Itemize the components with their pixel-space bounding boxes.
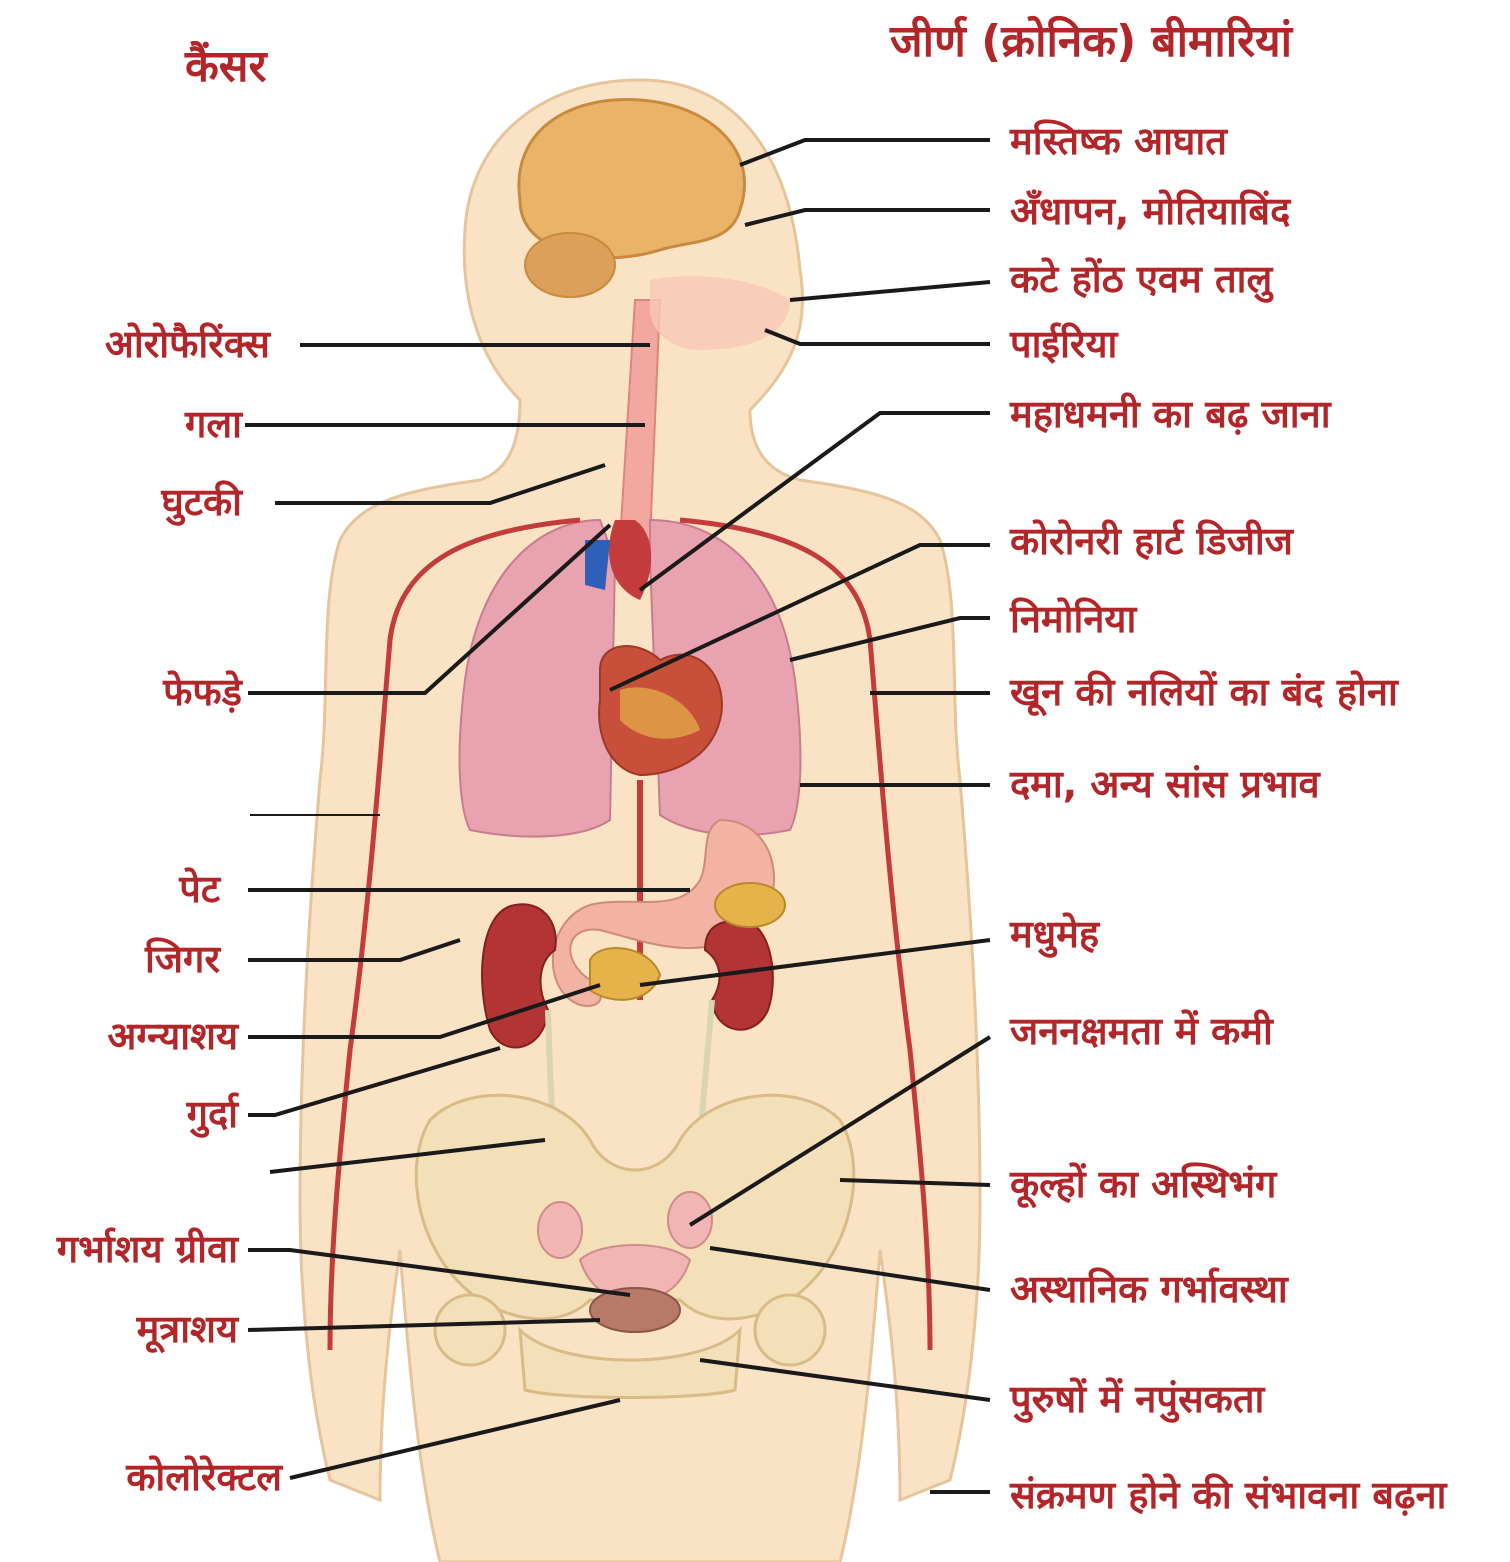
label-pyorrhea: पाईरिया — [1010, 325, 1117, 363]
label-infection-risk: संक्रमण होने की संभावना बढ़ना — [1010, 1465, 1490, 1526]
label-impotence: पुरुषों में नपुंसकता — [1010, 1380, 1264, 1418]
label-pancreas: अग्न्याशय — [107, 1017, 238, 1055]
right-ovary — [668, 1192, 712, 1248]
label-ectopic-pregnancy: अस्थानिक गर्भावस्था — [1010, 1270, 1288, 1308]
label-pneumonia: निमोनिया — [1010, 600, 1136, 638]
label-liver: जिगर — [145, 940, 220, 978]
label-throat: गला — [185, 405, 242, 443]
bladder — [590, 1288, 680, 1332]
leader-cleft-lip — [790, 282, 990, 300]
heading-cancer: कैंसर — [185, 45, 267, 89]
label-blindness-cataract: अँधापन, मोतियाबिंद — [1010, 192, 1290, 230]
label-lungs: फेफड़े — [163, 673, 242, 711]
label-bladder: मूत्राशय — [137, 1310, 238, 1348]
gallbladder — [715, 883, 785, 927]
label-stomach: पेट — [179, 870, 220, 908]
label-esophagus: घुटकी — [161, 483, 242, 521]
label-hip-fracture: कूल्हों का अस्थिभंग — [1010, 1165, 1276, 1203]
left-ovary — [538, 1202, 582, 1258]
label-brain-stroke: मस्तिष्क आघात — [1010, 122, 1227, 160]
heading-chronic-diseases: जीर्ण (क्रोनिक) बीमारियां — [890, 20, 1292, 64]
right-hip-joint — [755, 1295, 825, 1365]
brain — [519, 100, 745, 258]
label-asthma: दमा, अन्य सांस प्रभाव — [1010, 765, 1320, 803]
label-artery-blockage: खून की नलियों का बंद होना — [1010, 673, 1398, 711]
label-coronary-heart-disease: कोरोनरी हार्ट डिजीज — [1010, 522, 1293, 560]
label-cervix: गर्भाशय ग्रीवा — [57, 1230, 238, 1268]
label-kidney: गुर्दा — [187, 1095, 238, 1133]
label-diabetes: मधुमेह — [1010, 915, 1099, 953]
label-cleft-lip-palate: कटे होंठ एवम तालु — [1010, 260, 1272, 298]
cerebellum — [525, 233, 615, 297]
label-aortic-aneurysm: महाधमनी का बढ़ जाना — [1010, 395, 1331, 433]
label-oropharynx: ओरोफैरिंक्स — [105, 325, 270, 363]
leader-stroke — [740, 140, 990, 165]
label-colorectal: कोलोरेक्टल — [126, 1458, 282, 1496]
label-reduced-fertility: जननक्षमता में कमी — [1010, 1012, 1273, 1050]
left-hip-joint — [435, 1295, 505, 1365]
